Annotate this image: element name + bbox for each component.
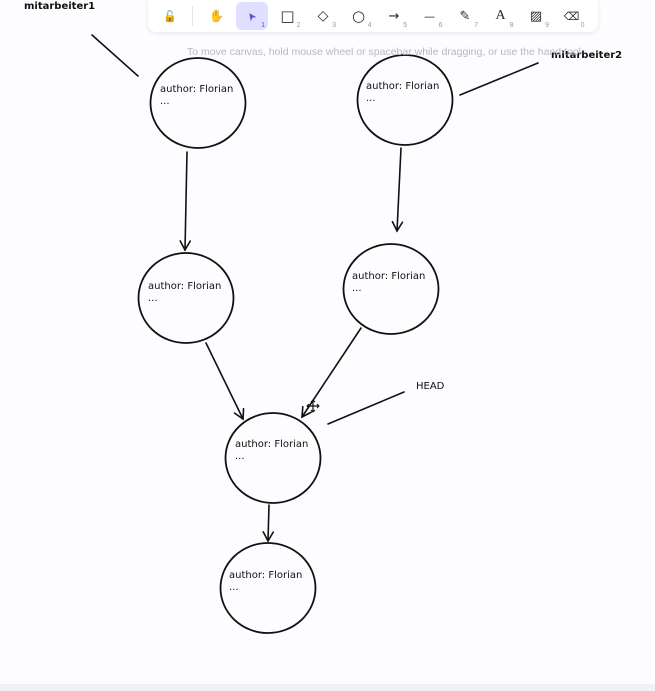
pencil-icon: ✎: [459, 8, 471, 24]
commit-node[interactable]: author: Florian ...: [342, 243, 440, 335]
commit-node[interactable]: author: Florian ...: [137, 252, 235, 344]
hand-tool-button[interactable]: ✋: [201, 2, 233, 30]
eraser-icon: ⌫: [563, 9, 580, 23]
commit-node[interactable]: author: Florian ...: [356, 54, 454, 146]
image-icon: ▨: [529, 8, 543, 24]
shortcut-key: 4: [367, 22, 372, 29]
lock-icon[interactable]: 🔓: [154, 2, 186, 30]
shortcut-key: 2: [296, 22, 301, 29]
main-toolbar: 🔓 ✋ ➤ 1 □ 2 ◇ 3 ○ 4 → 5 — 6 ✎ 7 A 8 ▨ 9 …: [148, 0, 598, 32]
shortcut-key: 3: [332, 22, 336, 29]
cursor-icon: ➤: [244, 8, 260, 24]
node-author-text: author: Florian: [160, 84, 233, 95]
arrow-tool-button[interactable]: → 5: [378, 2, 410, 30]
node-ellipsis-text: ...: [160, 96, 170, 107]
arrow-n1-to-n3[interactable]: [179, 151, 191, 252]
arrow-n2-to-n4[interactable]: [391, 147, 404, 233]
rectangle-icon: □: [280, 7, 295, 25]
node-author-text: author: Florian: [366, 81, 439, 92]
shortcut-key: 5: [403, 22, 407, 29]
diamond-icon: ◇: [317, 8, 329, 24]
toolbar-divider: [191, 6, 193, 26]
shortcut-key: 6: [438, 22, 443, 29]
rectangle-tool-button[interactable]: □ 2: [272, 2, 304, 30]
arrow-n5-to-n6[interactable]: [262, 504, 275, 543]
shortcut-key: 1: [261, 22, 265, 29]
bottom-scroll-strip: [0, 684, 655, 691]
hand-icon: ✋: [209, 9, 224, 23]
commit-node[interactable]: author: Florian ...: [219, 542, 317, 634]
line-icon: —: [424, 9, 435, 23]
arrow-n3-to-n5[interactable]: [205, 342, 245, 421]
text-icon: A: [495, 8, 506, 23]
canvas-hint-text: To move canvas, hold mouse wheel or spac…: [187, 46, 581, 58]
ellipse-tool-button[interactable]: ○ 4: [343, 2, 375, 30]
arrow-icon: →: [388, 8, 400, 24]
move-cursor-icon: [306, 399, 320, 413]
mitarbeiter2-label[interactable]: mitarbeiter2: [551, 50, 622, 61]
diamond-tool-button[interactable]: ◇ 3: [307, 2, 339, 30]
node-author-text: author: Florian: [352, 271, 425, 282]
node-author-text: author: Florian: [229, 570, 302, 581]
node-author-text: author: Florian: [235, 439, 308, 450]
eraser-tool-button[interactable]: ⌫ 0: [556, 2, 588, 30]
line-tool-button[interactable]: — 6: [414, 2, 446, 30]
selection-tool-button[interactable]: ➤ 1: [236, 2, 268, 30]
node-ellipsis-text: ...: [235, 451, 245, 462]
arrow-n4-to-n5[interactable]: [301, 327, 362, 419]
shortcut-key: 0: [580, 22, 585, 29]
shortcut-key: 8: [509, 22, 514, 29]
commit-node[interactable]: author: Florian ...: [149, 57, 247, 149]
shortcut-key: 7: [474, 22, 478, 29]
head-pointer-line[interactable]: [327, 391, 405, 425]
draw-tool-button[interactable]: ✎ 7: [449, 2, 481, 30]
ellipse-icon: ○: [351, 7, 366, 25]
text-tool-button[interactable]: A 8: [485, 2, 517, 30]
commit-node[interactable]: author: Florian ...: [224, 412, 322, 504]
mitarbeiter1-pointer-line[interactable]: [91, 34, 139, 77]
mitarbeiter1-label[interactable]: mitarbeiter1: [24, 1, 95, 12]
node-ellipsis-text: ...: [229, 582, 239, 593]
node-ellipsis-text: ...: [352, 283, 362, 294]
head-label[interactable]: HEAD: [416, 381, 445, 392]
node-ellipsis-text: ...: [366, 93, 376, 104]
shortcut-key: 9: [545, 22, 549, 29]
image-tool-button[interactable]: ▨ 9: [520, 2, 552, 30]
node-author-text: author: Florian: [148, 281, 221, 292]
node-ellipsis-text: ...: [148, 293, 158, 304]
lock-glyph: 🔓: [163, 9, 177, 23]
mitarbeiter2-pointer-line[interactable]: [459, 62, 539, 96]
